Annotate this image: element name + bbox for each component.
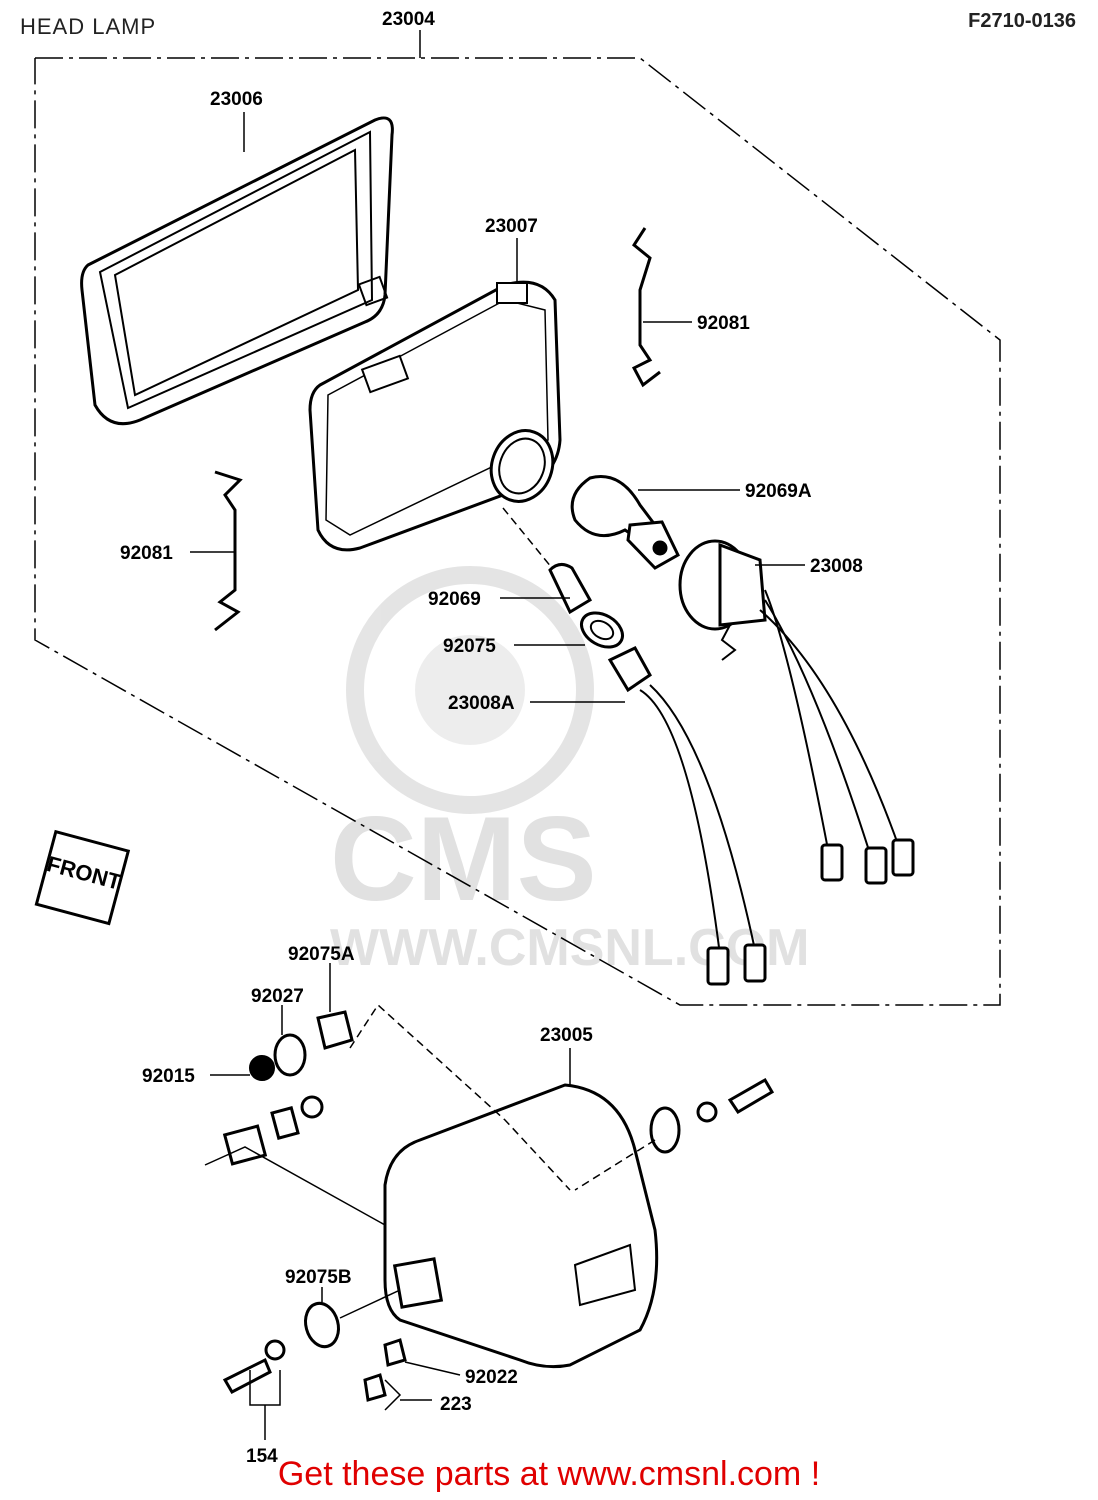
watermark-logo: CMS <box>330 792 597 926</box>
label-92069A: 92069A <box>745 481 812 502</box>
grommet-92075 <box>580 611 624 649</box>
spring-92081-left <box>214 470 243 632</box>
page-title: HEAD LAMP <box>20 14 157 39</box>
label-23006: 23006 <box>210 89 263 110</box>
label-92022: 92022 <box>465 1367 518 1388</box>
bolt-right <box>649 1077 775 1154</box>
watermark: CMS WWW.CMSNL.COM <box>330 566 809 977</box>
label-92075: 92075 <box>443 636 496 657</box>
front-marker: FRONT <box>34 829 131 926</box>
label-23007: 23007 <box>485 216 538 237</box>
label-92081-left: 92081 <box>120 543 173 564</box>
label-92075A: 92075A <box>288 944 355 965</box>
rim-23006 <box>80 116 394 426</box>
hardware-cluster-left <box>222 1095 324 1166</box>
label-92075B: 92075B <box>285 1267 352 1288</box>
front-label: FRONT <box>44 851 124 895</box>
bulb-92069A <box>570 475 680 570</box>
label-92015: 92015 <box>142 1066 195 1087</box>
fastener-92022 <box>383 1338 407 1367</box>
nut-92015 <box>249 1055 275 1081</box>
lens-unit-23007 <box>308 280 562 552</box>
hardware-92075A <box>316 1010 354 1050</box>
washer-92027 <box>273 1033 307 1077</box>
label-223: 223 <box>440 1394 472 1415</box>
bulb-92069 <box>548 563 593 615</box>
grommet-92075B <box>304 1301 340 1349</box>
bolt-154 <box>222 1339 286 1394</box>
label-92081-top: 92081 <box>697 313 750 334</box>
spring-92081-top <box>631 227 661 388</box>
screw-223 <box>363 1373 387 1402</box>
label-23008: 23008 <box>810 556 863 577</box>
assembly-outline <box>34 57 1001 1006</box>
socket-23008A <box>607 646 767 986</box>
socket-23008 <box>678 539 915 885</box>
footer-promo: Get these parts at www.cmsnl.com ! <box>277 1455 821 1493</box>
label-23004: 23004 <box>382 9 435 30</box>
watermark-url: WWW.CMSNL.COM <box>330 919 809 977</box>
label-92027: 92027 <box>251 986 304 1007</box>
housing-23005 <box>383 1083 659 1369</box>
label-154: 154 <box>246 1446 278 1467</box>
label-92069: 92069 <box>428 589 481 610</box>
figure-code: F2710-0136 <box>968 10 1076 32</box>
label-23005: 23005 <box>540 1025 593 1046</box>
label-23008A: 23008A <box>448 693 515 714</box>
